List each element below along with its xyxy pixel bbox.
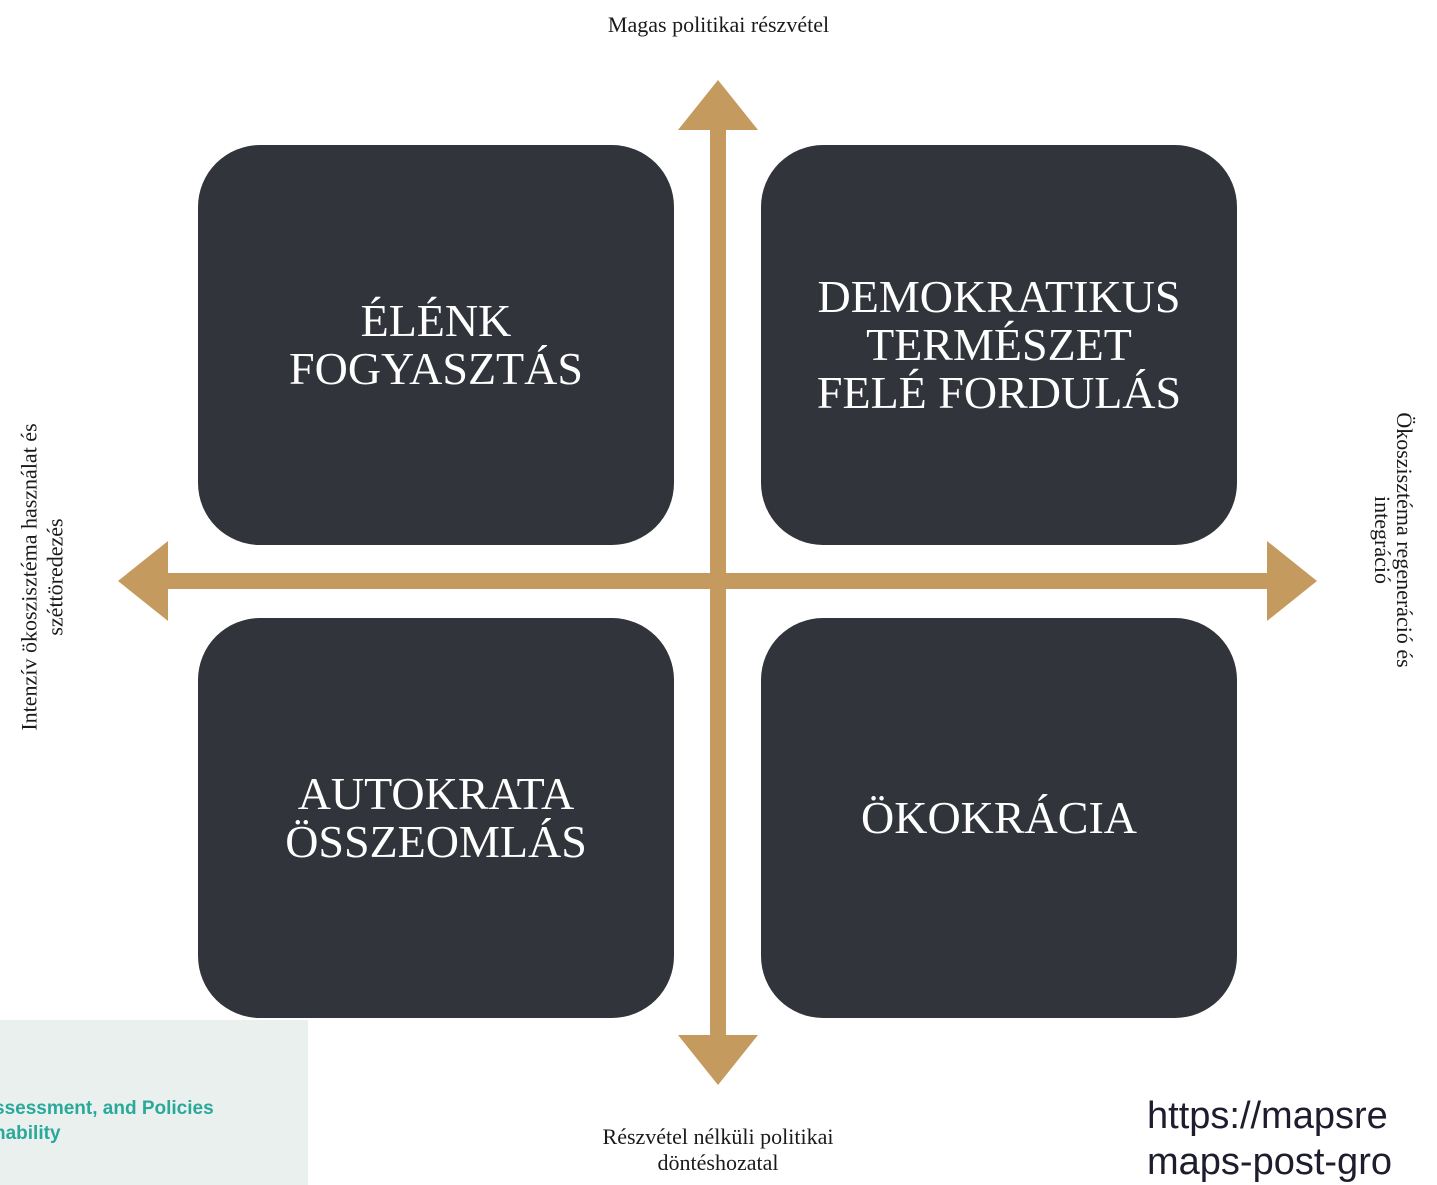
arrow-down-icon xyxy=(678,1035,758,1085)
source-url[interactable]: https://mapsre maps-post-gro xyxy=(1147,1094,1392,1185)
source-logo-line-1: ssessment, and Policies xyxy=(0,1098,214,1119)
source-logo-text: ssessment, and Policies nability xyxy=(0,1097,214,1146)
horizontal-axis-shaft xyxy=(165,573,1270,589)
arrow-up-icon xyxy=(678,80,758,130)
source-url-line-2[interactable]: maps-post-gro xyxy=(1147,1140,1392,1183)
arrow-right-icon xyxy=(1267,541,1317,621)
arrow-left-icon xyxy=(118,541,168,621)
source-logo: ssessment, and Policies nability xyxy=(0,1020,308,1185)
quadrant-top-left: ÉLÉNK FOGYASZTÁS xyxy=(198,145,674,545)
quadrant-bottom-left-label: AUTOKRATA ÖSSZEOMLÁS xyxy=(285,767,587,867)
axis-label-bottom-line-1: Részvétel nélküli politikai xyxy=(602,1124,834,1149)
quadrant-bottom-left: AUTOKRATA ÖSSZEOMLÁS xyxy=(198,618,674,1018)
quadrant-bottom-right-label: ÖKOKRÁCIA xyxy=(861,791,1137,843)
source-url-line-1[interactable]: https://mapsre xyxy=(1147,1095,1388,1137)
quadrant-bottom-right: ÖKOKRÁCIA xyxy=(761,618,1237,1018)
axis-label-bottom-line-2: döntéshozatal xyxy=(657,1150,779,1176)
quadrant-top-left-label: ÉLÉNK FOGYASZTÁS xyxy=(289,294,583,394)
axis-label-bottom: Részvétel nélküli politikai döntéshozata… xyxy=(468,1124,968,1177)
axis-label-top: Magas politikai részvétel xyxy=(607,12,830,37)
quadrant-top-right-label: DEMOKRATIKUS TERMÉSZET FELÉ FORDULÁS xyxy=(816,270,1182,419)
source-logo-line-2: nability xyxy=(0,1122,61,1144)
quadrant-top-right: DEMOKRATIKUS TERMÉSZET FELÉ FORDULÁS xyxy=(761,145,1237,545)
